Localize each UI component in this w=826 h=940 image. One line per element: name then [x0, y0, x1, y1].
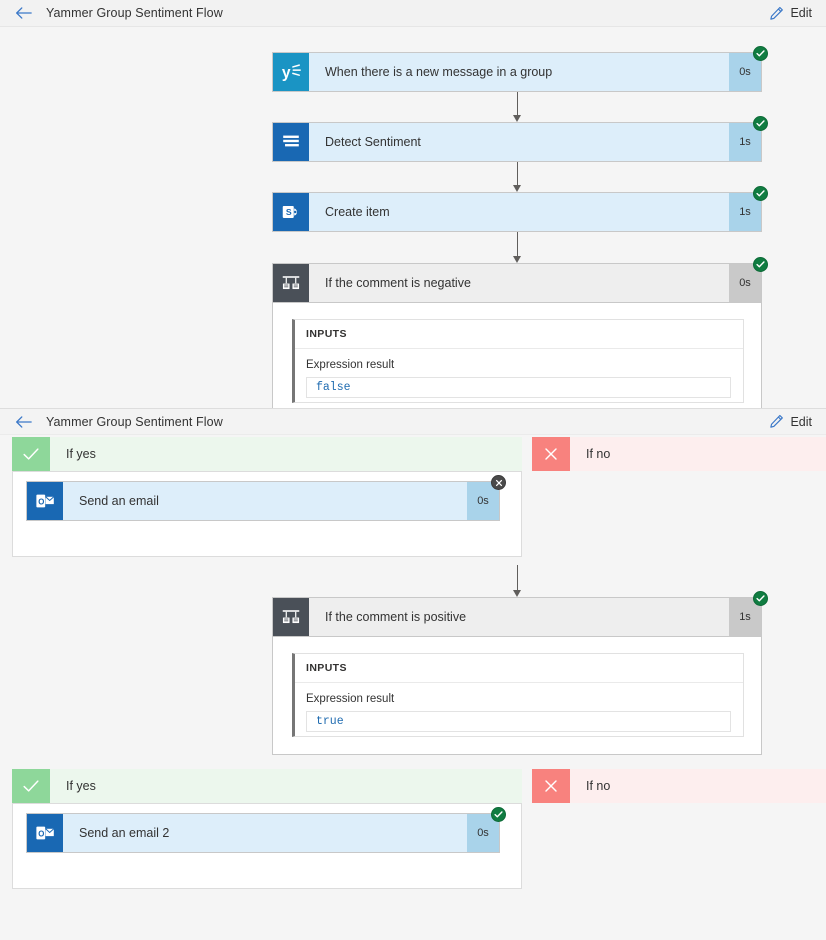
- svg-text:O: O: [38, 829, 44, 838]
- pencil-icon: [770, 414, 784, 428]
- branch-label: If yes: [66, 447, 96, 461]
- expression-result-label: Expression result: [306, 693, 395, 705]
- x-circle-icon: [491, 475, 506, 490]
- outlook-icon: O: [27, 814, 63, 852]
- condition-negative-body: INPUTS Expression result false: [272, 303, 762, 421]
- arrow-left-icon[interactable]: [14, 4, 32, 22]
- expression-result-value: false: [316, 381, 351, 394]
- svg-text:y: y: [282, 65, 291, 82]
- x-icon: [532, 437, 570, 471]
- check-icon: [12, 437, 50, 471]
- flow-node-trigger[interactable]: y When there is a new message in a group…: [272, 46, 768, 92]
- inputs-section-body: Expression result false: [295, 349, 743, 408]
- text-analytics-icon: [273, 123, 309, 161]
- flow-node-title: Send an email 2: [79, 826, 170, 840]
- check-circle-icon: [753, 46, 768, 61]
- inputs-card: INPUTS Expression result false: [292, 319, 744, 403]
- outlook-icon: O: [27, 482, 63, 520]
- condition-positive-body: INPUTS Expression result true: [272, 637, 762, 755]
- condition-branch-icon: [273, 264, 309, 302]
- inputs-section-body: Expression result true: [295, 683, 743, 742]
- inputs-section-label: INPUTS: [295, 320, 743, 349]
- branch-yes-header-negative[interactable]: If yes: [12, 437, 522, 471]
- window-header-bottom: Yammer Group Sentiment Flow Edit: [0, 408, 826, 435]
- flow-connector-3: [513, 232, 521, 263]
- condition-branch-icon: [273, 598, 309, 636]
- flow-node-condition-positive[interactable]: If the comment is positive 1s: [272, 591, 768, 637]
- flow-node-title: If the comment is negative: [325, 276, 471, 290]
- page-title: Yammer Group Sentiment Flow: [46, 414, 223, 429]
- edit-button[interactable]: Edit: [769, 414, 812, 429]
- branch-label: If no: [586, 447, 611, 461]
- edit-label: Edit: [790, 6, 812, 20]
- expression-result-field: false: [306, 377, 731, 398]
- flow-connector-2: [513, 162, 521, 192]
- expression-result-field: true: [306, 711, 731, 732]
- x-icon: [532, 769, 570, 803]
- flow-connector-4: [513, 565, 521, 597]
- branch-no-header-positive[interactable]: If no: [532, 769, 826, 803]
- check-icon: [12, 769, 50, 803]
- check-circle-icon: [753, 591, 768, 606]
- branch-label: If no: [586, 779, 611, 793]
- inputs-section-label: INPUTS: [295, 654, 743, 683]
- flow-node-detect-sentiment[interactable]: Detect Sentiment 1s: [272, 116, 768, 162]
- flow-node-send-an-email-2[interactable]: O Send an email 2 0s: [26, 807, 506, 853]
- svg-text:S: S: [286, 207, 292, 217]
- branch-yes-body-negative: O Send an email 0s: [12, 471, 522, 557]
- flow-node-condition-negative[interactable]: If the comment is negative 0s: [272, 257, 768, 303]
- page-title: Yammer Group Sentiment Flow: [46, 6, 223, 20]
- branch-no-header-negative[interactable]: If no: [532, 437, 826, 471]
- flow-node-title: Create item: [325, 205, 390, 219]
- branch-yes-header-positive[interactable]: If yes: [12, 769, 522, 803]
- check-circle-icon: [491, 807, 506, 822]
- expression-result-label: Expression result: [306, 359, 395, 371]
- window-header-top: Yammer Group Sentiment Flow Edit: [0, 0, 826, 27]
- flow-node-title: Send an email: [79, 494, 159, 508]
- branch-yes-body-positive: O Send an email 2 0s: [12, 803, 522, 889]
- check-circle-icon: [753, 257, 768, 272]
- arrow-left-icon[interactable]: [14, 413, 32, 431]
- yammer-icon: y: [273, 53, 309, 91]
- flow-node-title: When there is a new message in a group: [325, 65, 553, 79]
- edit-label: Edit: [790, 414, 812, 429]
- expression-result-value: true: [316, 715, 344, 728]
- svg-text:O: O: [38, 497, 44, 506]
- flow-node-title: If the comment is positive: [325, 610, 467, 624]
- flow-node-create-item[interactable]: S Create item 1s: [272, 186, 768, 232]
- edit-button[interactable]: Edit: [769, 6, 812, 21]
- flow-node-send-an-email[interactable]: O Send an email 0s: [26, 475, 506, 521]
- flow-node-title: Detect Sentiment: [325, 135, 421, 149]
- pencil-icon: [770, 6, 784, 20]
- inputs-card: INPUTS Expression result true: [292, 653, 744, 737]
- flow-connector-1: [513, 92, 521, 122]
- branch-label: If yes: [66, 779, 96, 793]
- sharepoint-icon: S: [273, 193, 309, 231]
- check-circle-icon: [753, 116, 768, 131]
- check-circle-icon: [753, 186, 768, 201]
